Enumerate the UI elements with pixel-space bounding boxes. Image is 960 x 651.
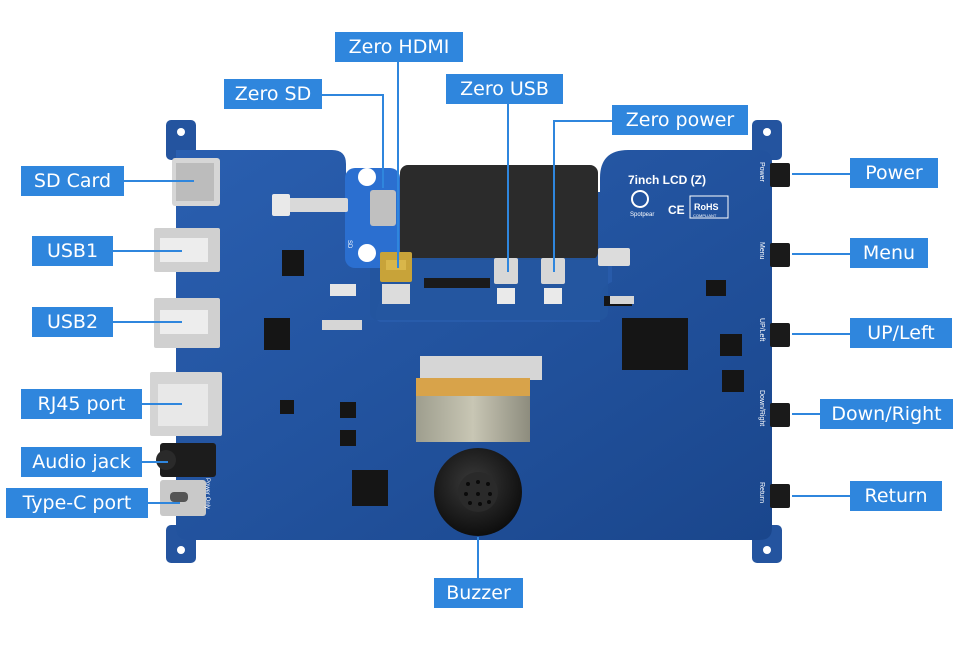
label-rj45-port: RJ45 port: [21, 389, 142, 419]
leader-lines: [113, 60, 850, 578]
label-zero-sd: Zero SD: [224, 79, 322, 109]
pcb-board: [176, 150, 772, 540]
svg-text:CE: CE: [668, 203, 685, 217]
label-usb2: USB2: [32, 307, 113, 337]
svg-text:Return: Return: [758, 482, 765, 503]
label-sd-card: SD Card: [21, 166, 124, 196]
side-buttons: [770, 163, 790, 508]
spotpear-logo: Spotpear: [630, 190, 654, 218]
sd-card-slot: [172, 158, 220, 206]
power-only-silk: Power Only: [204, 478, 210, 509]
type-c-connector: [160, 480, 206, 516]
label-up-left: UP/Left: [850, 318, 952, 348]
button-silks: Power Menu UP/Left Down/Right Return: [758, 162, 765, 503]
display-back: [400, 165, 598, 260]
svg-text:Spotpear: Spotpear: [630, 212, 654, 218]
audio-jack: [156, 443, 216, 477]
usb1-port: [154, 228, 220, 272]
rohs-mark: RoHS COMPLIANT: [689, 195, 729, 219]
sd-silk: SD: [346, 240, 352, 249]
label-type-c-port: Type-C port: [6, 488, 148, 518]
label-buzzer: Buzzer: [434, 578, 523, 608]
usb2-port: [154, 298, 220, 348]
svg-text:RoHS: RoHS: [694, 202, 719, 212]
label-down-right: Down/Right: [820, 399, 953, 429]
label-power: Power: [850, 158, 938, 188]
svg-text:COMPLIANT: COMPLIANT: [693, 213, 717, 218]
label-audio-jack: Audio jack: [21, 447, 142, 477]
label-return: Return: [850, 481, 942, 511]
svg-text:Power: Power: [758, 162, 765, 183]
buzzer-speaker: [434, 448, 522, 536]
label-zero-usb: Zero USB: [446, 74, 563, 104]
label-usb1: USB1: [32, 236, 113, 266]
zero-usb-connector: [494, 258, 518, 284]
label-zero-hdmi: Zero HDMI: [335, 32, 463, 62]
label-zero-power: Zero power: [612, 105, 748, 135]
ce-mark: CE: [668, 203, 685, 217]
svg-text:Down/Right: Down/Right: [758, 390, 765, 426]
svg-text:Menu: Menu: [758, 242, 765, 260]
label-menu: Menu: [850, 238, 928, 268]
board-title: 7inch LCD (Z): [628, 173, 706, 187]
svg-text:UP/Left: UP/Left: [758, 318, 765, 341]
